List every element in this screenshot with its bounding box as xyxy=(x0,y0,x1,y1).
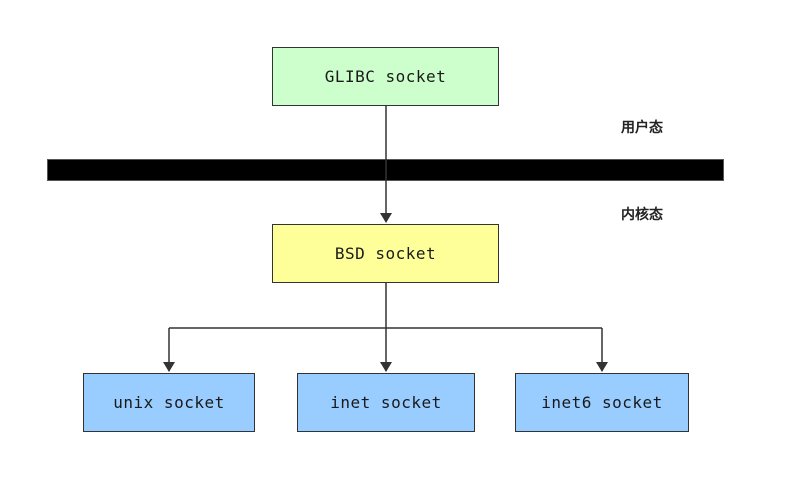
glibc-socket-label: GLIBC socket xyxy=(324,67,447,86)
user-space-label: 用户态 xyxy=(621,120,663,136)
bsd-socket-node: BSD socket xyxy=(272,224,499,283)
unix-socket-label: unix socket xyxy=(113,393,225,412)
inet-socket-node: inet socket xyxy=(297,373,475,432)
glibc-socket-node: GLIBC socket xyxy=(272,47,499,106)
bsd-socket-label: BSD socket xyxy=(334,244,437,263)
kernel-space-label: 内核态 xyxy=(621,207,663,223)
inet6-socket-node: inet6 socket xyxy=(515,373,689,432)
inet-socket-label: inet socket xyxy=(330,393,442,412)
inet6-socket-label: inet6 socket xyxy=(541,393,663,412)
unix-socket-node: unix socket xyxy=(83,373,255,432)
